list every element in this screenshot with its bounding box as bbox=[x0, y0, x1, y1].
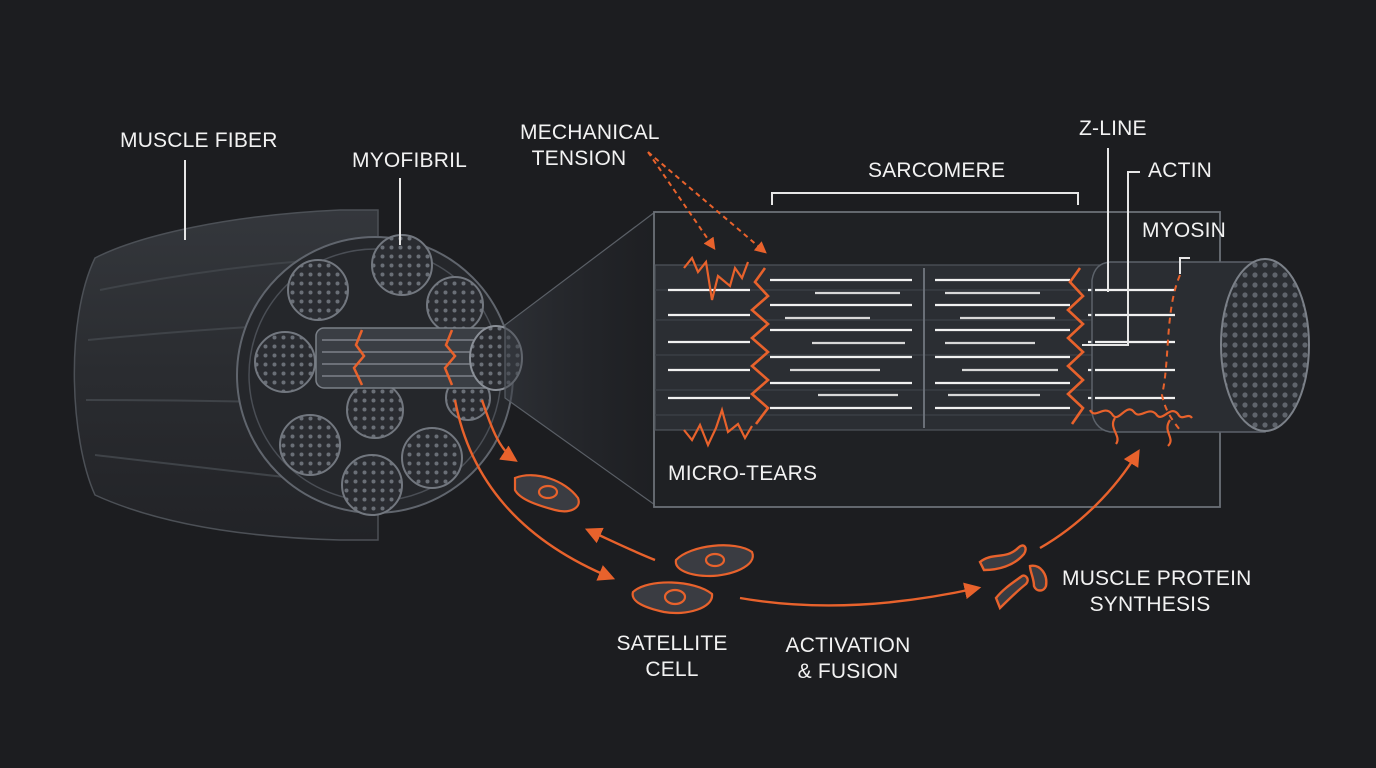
fiber-cross-section bbox=[236, 234, 523, 516]
label-sarcomere: SARCOMERE bbox=[868, 159, 1006, 182]
repair-cycle-arrows bbox=[453, 399, 1140, 607]
satellite-cell-1 bbox=[513, 474, 580, 513]
label-satellite-cell: SATELLITE CELL bbox=[612, 631, 732, 683]
label-satellite-cell-line2: CELL bbox=[645, 658, 699, 681]
mechanical-tension-arrows bbox=[647, 151, 767, 254]
myosin-filaments bbox=[785, 291, 1058, 397]
myofibril-bundles bbox=[254, 234, 491, 516]
label-activation-fusion-line2: & FUSION bbox=[797, 660, 899, 683]
label-activation-fusion-line1: ACTIVATION bbox=[785, 634, 911, 657]
label-mechanical-tension-line2: TENSION bbox=[531, 147, 627, 170]
label-mechanical-tension: MECHANICAL TENSION bbox=[520, 120, 660, 172]
label-myosin: MYOSIN bbox=[1142, 219, 1227, 242]
z-line-right bbox=[1066, 267, 1085, 425]
label-protein-synthesis-line1: MUSCLE PROTEIN bbox=[1062, 567, 1252, 590]
micro-tear-top bbox=[683, 255, 750, 301]
satellite-cell-2 bbox=[674, 544, 754, 578]
leader-actin bbox=[1082, 171, 1140, 346]
myofibril-cut-end bbox=[1089, 258, 1310, 447]
extracted-myofibril bbox=[315, 325, 523, 391]
protein-fragments bbox=[978, 544, 1048, 611]
label-protein-synthesis-line2: SYNTHESIS bbox=[1089, 593, 1211, 616]
leader-lines bbox=[184, 148, 1190, 346]
leader-myosin bbox=[1179, 257, 1190, 274]
satellite-cells bbox=[513, 474, 754, 615]
satellite-cell-3 bbox=[631, 581, 714, 615]
label-mechanical-tension-line1: MECHANICAL bbox=[520, 121, 660, 144]
label-myofibril: MYOFIBRIL bbox=[352, 149, 467, 172]
label-micro-tears: MICRO-TEARS bbox=[668, 462, 818, 485]
label-protein-synthesis: MUSCLE PROTEIN SYNTHESIS bbox=[1062, 566, 1252, 618]
label-actin: ACTIN bbox=[1148, 159, 1212, 182]
label-satellite-cell-line1: SATELLITE bbox=[616, 632, 728, 655]
label-z-line: Z-LINE bbox=[1079, 117, 1147, 140]
label-muscle-fiber: MUSCLE FIBER bbox=[120, 129, 278, 152]
z-line-left bbox=[750, 267, 770, 425]
micro-tear-bottom bbox=[683, 406, 753, 448]
label-activation-fusion: ACTIVATION & FUSION bbox=[780, 633, 916, 685]
zoom-projection bbox=[504, 210, 656, 507]
bracket-sarcomere bbox=[771, 192, 1079, 205]
